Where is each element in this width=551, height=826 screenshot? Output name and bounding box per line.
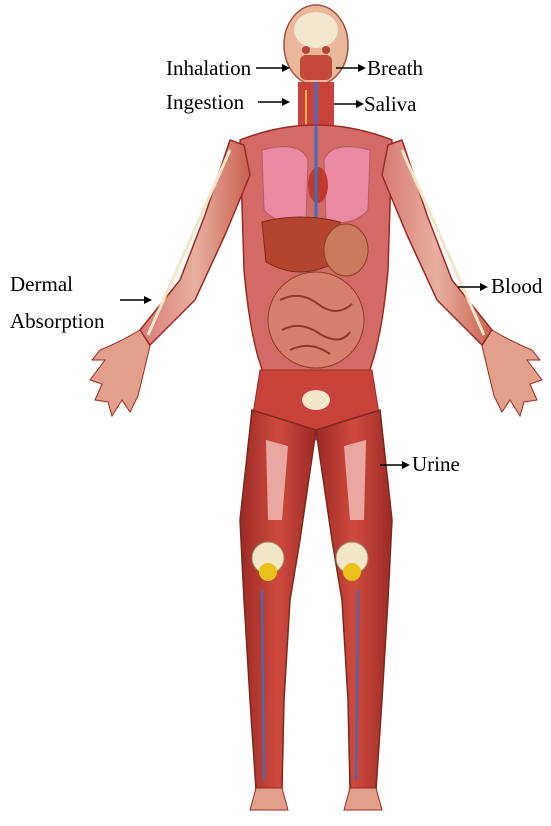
arrow-breath — [336, 62, 366, 74]
label-blood: Blood — [491, 274, 542, 298]
left-leg — [240, 410, 316, 810]
label-absorption: Absorption — [10, 309, 105, 333]
arrow-blood — [458, 281, 488, 293]
label-saliva: Saliva — [364, 92, 417, 116]
label-urine: Urine — [412, 452, 460, 476]
arrow-ingestion — [258, 96, 290, 108]
label-breath: Breath — [367, 56, 423, 80]
label-ingestion: Ingestion — [166, 90, 244, 114]
arrow-dermal — [120, 294, 152, 306]
label-dermal: Dermal — [10, 272, 73, 296]
label-inhalation: Inhalation — [166, 56, 251, 80]
arrow-urine — [380, 459, 410, 471]
arrow-inhalation — [256, 62, 290, 74]
left-arm — [90, 140, 250, 416]
torso — [240, 125, 392, 390]
arrow-saliva — [334, 98, 364, 110]
